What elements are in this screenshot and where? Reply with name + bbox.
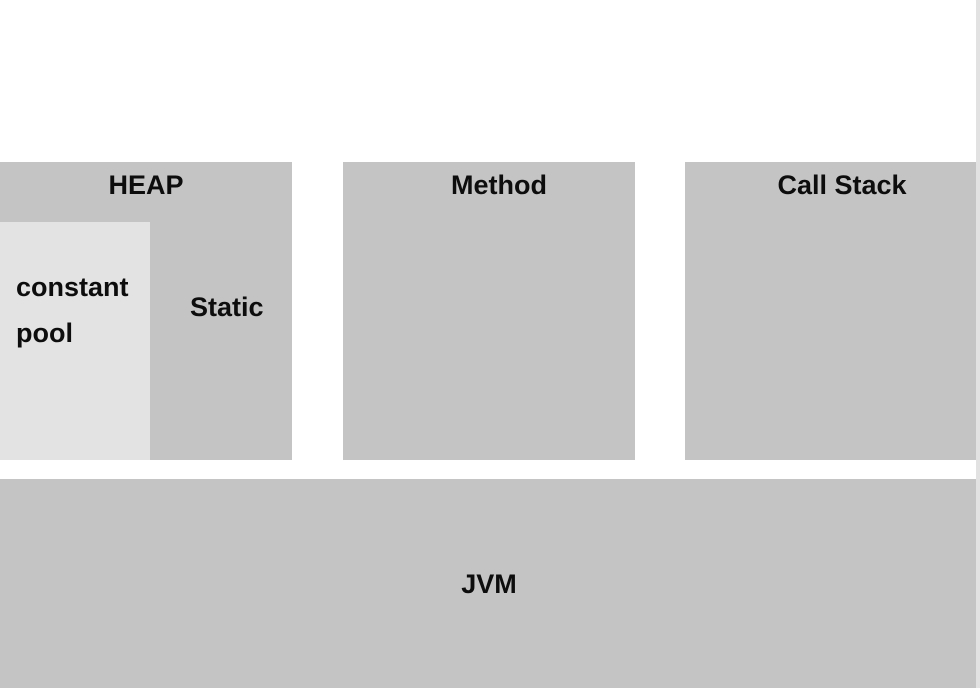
constant-pool-region: constant pool <box>0 222 150 460</box>
right-edge-divider <box>976 0 980 688</box>
constant-pool-label: constant pool <box>16 272 129 348</box>
heap-region: HEAP constant pool Static <box>0 162 292 460</box>
call-stack-title: Call Stack <box>777 170 907 200</box>
jvm-title: JVM <box>461 569 517 599</box>
method-region: Method <box>343 162 635 460</box>
method-title: Method <box>451 170 547 200</box>
heap-title: HEAP <box>108 170 184 200</box>
static-label: Static <box>190 292 264 322</box>
call-stack-region: Call Stack <box>685 162 976 460</box>
jvm-region: JVM <box>0 479 976 688</box>
